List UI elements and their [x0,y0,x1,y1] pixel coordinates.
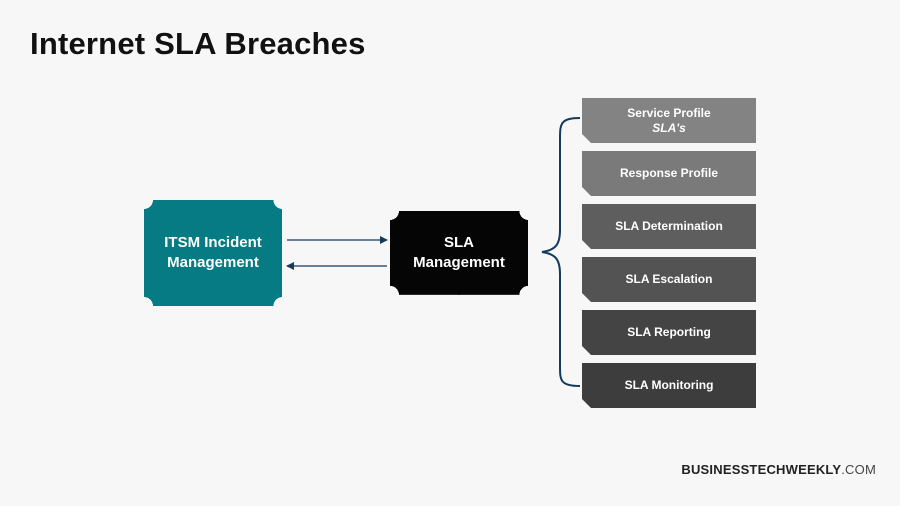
sla-box-label-line1: SLA [444,234,474,251]
stack-item-label: SLA Escalation [625,272,713,286]
curly-brace [541,117,581,387]
sla-box-label-line2: Management [413,254,505,271]
stack-item-sla-determination: SLA Determination [582,204,756,249]
stack-item-service-profile: Service Profile SLA's [582,98,756,143]
stack-item-label: Service Profile [627,105,711,120]
stack-item-label: SLA Monitoring [624,378,714,392]
stack-item-label: SLA Determination [615,219,723,233]
stack-item-sublabel: SLA's [652,120,686,135]
stack-item-sla-escalation: SLA Escalation [582,257,756,302]
stack-item-sla-reporting: SLA Reporting [582,310,756,355]
stack-item-label: SLA Reporting [627,325,711,339]
stack-item-sla-monitoring: SLA Monitoring [582,363,756,408]
brand-name: BUSINESSTECHWEEKLY [681,462,842,477]
itsm-incident-management-box: ITSM Incident Management [144,200,282,306]
sla-component-stack: Service Profile SLA's Response Profile S… [582,98,756,408]
stack-item-response-profile: Response Profile [582,151,756,196]
brand-domain: .COM [841,462,876,477]
itsm-box-label-line1: ITSM Incident [164,234,262,251]
page-title: Internet SLA Breaches [30,26,366,61]
stack-item-label: Response Profile [619,166,719,180]
sla-management-box: SLA Management [390,211,528,295]
brand-watermark: BUSINESSTECHWEEKLY.COM [681,462,876,477]
itsm-box-label-line2: Management [167,254,259,271]
